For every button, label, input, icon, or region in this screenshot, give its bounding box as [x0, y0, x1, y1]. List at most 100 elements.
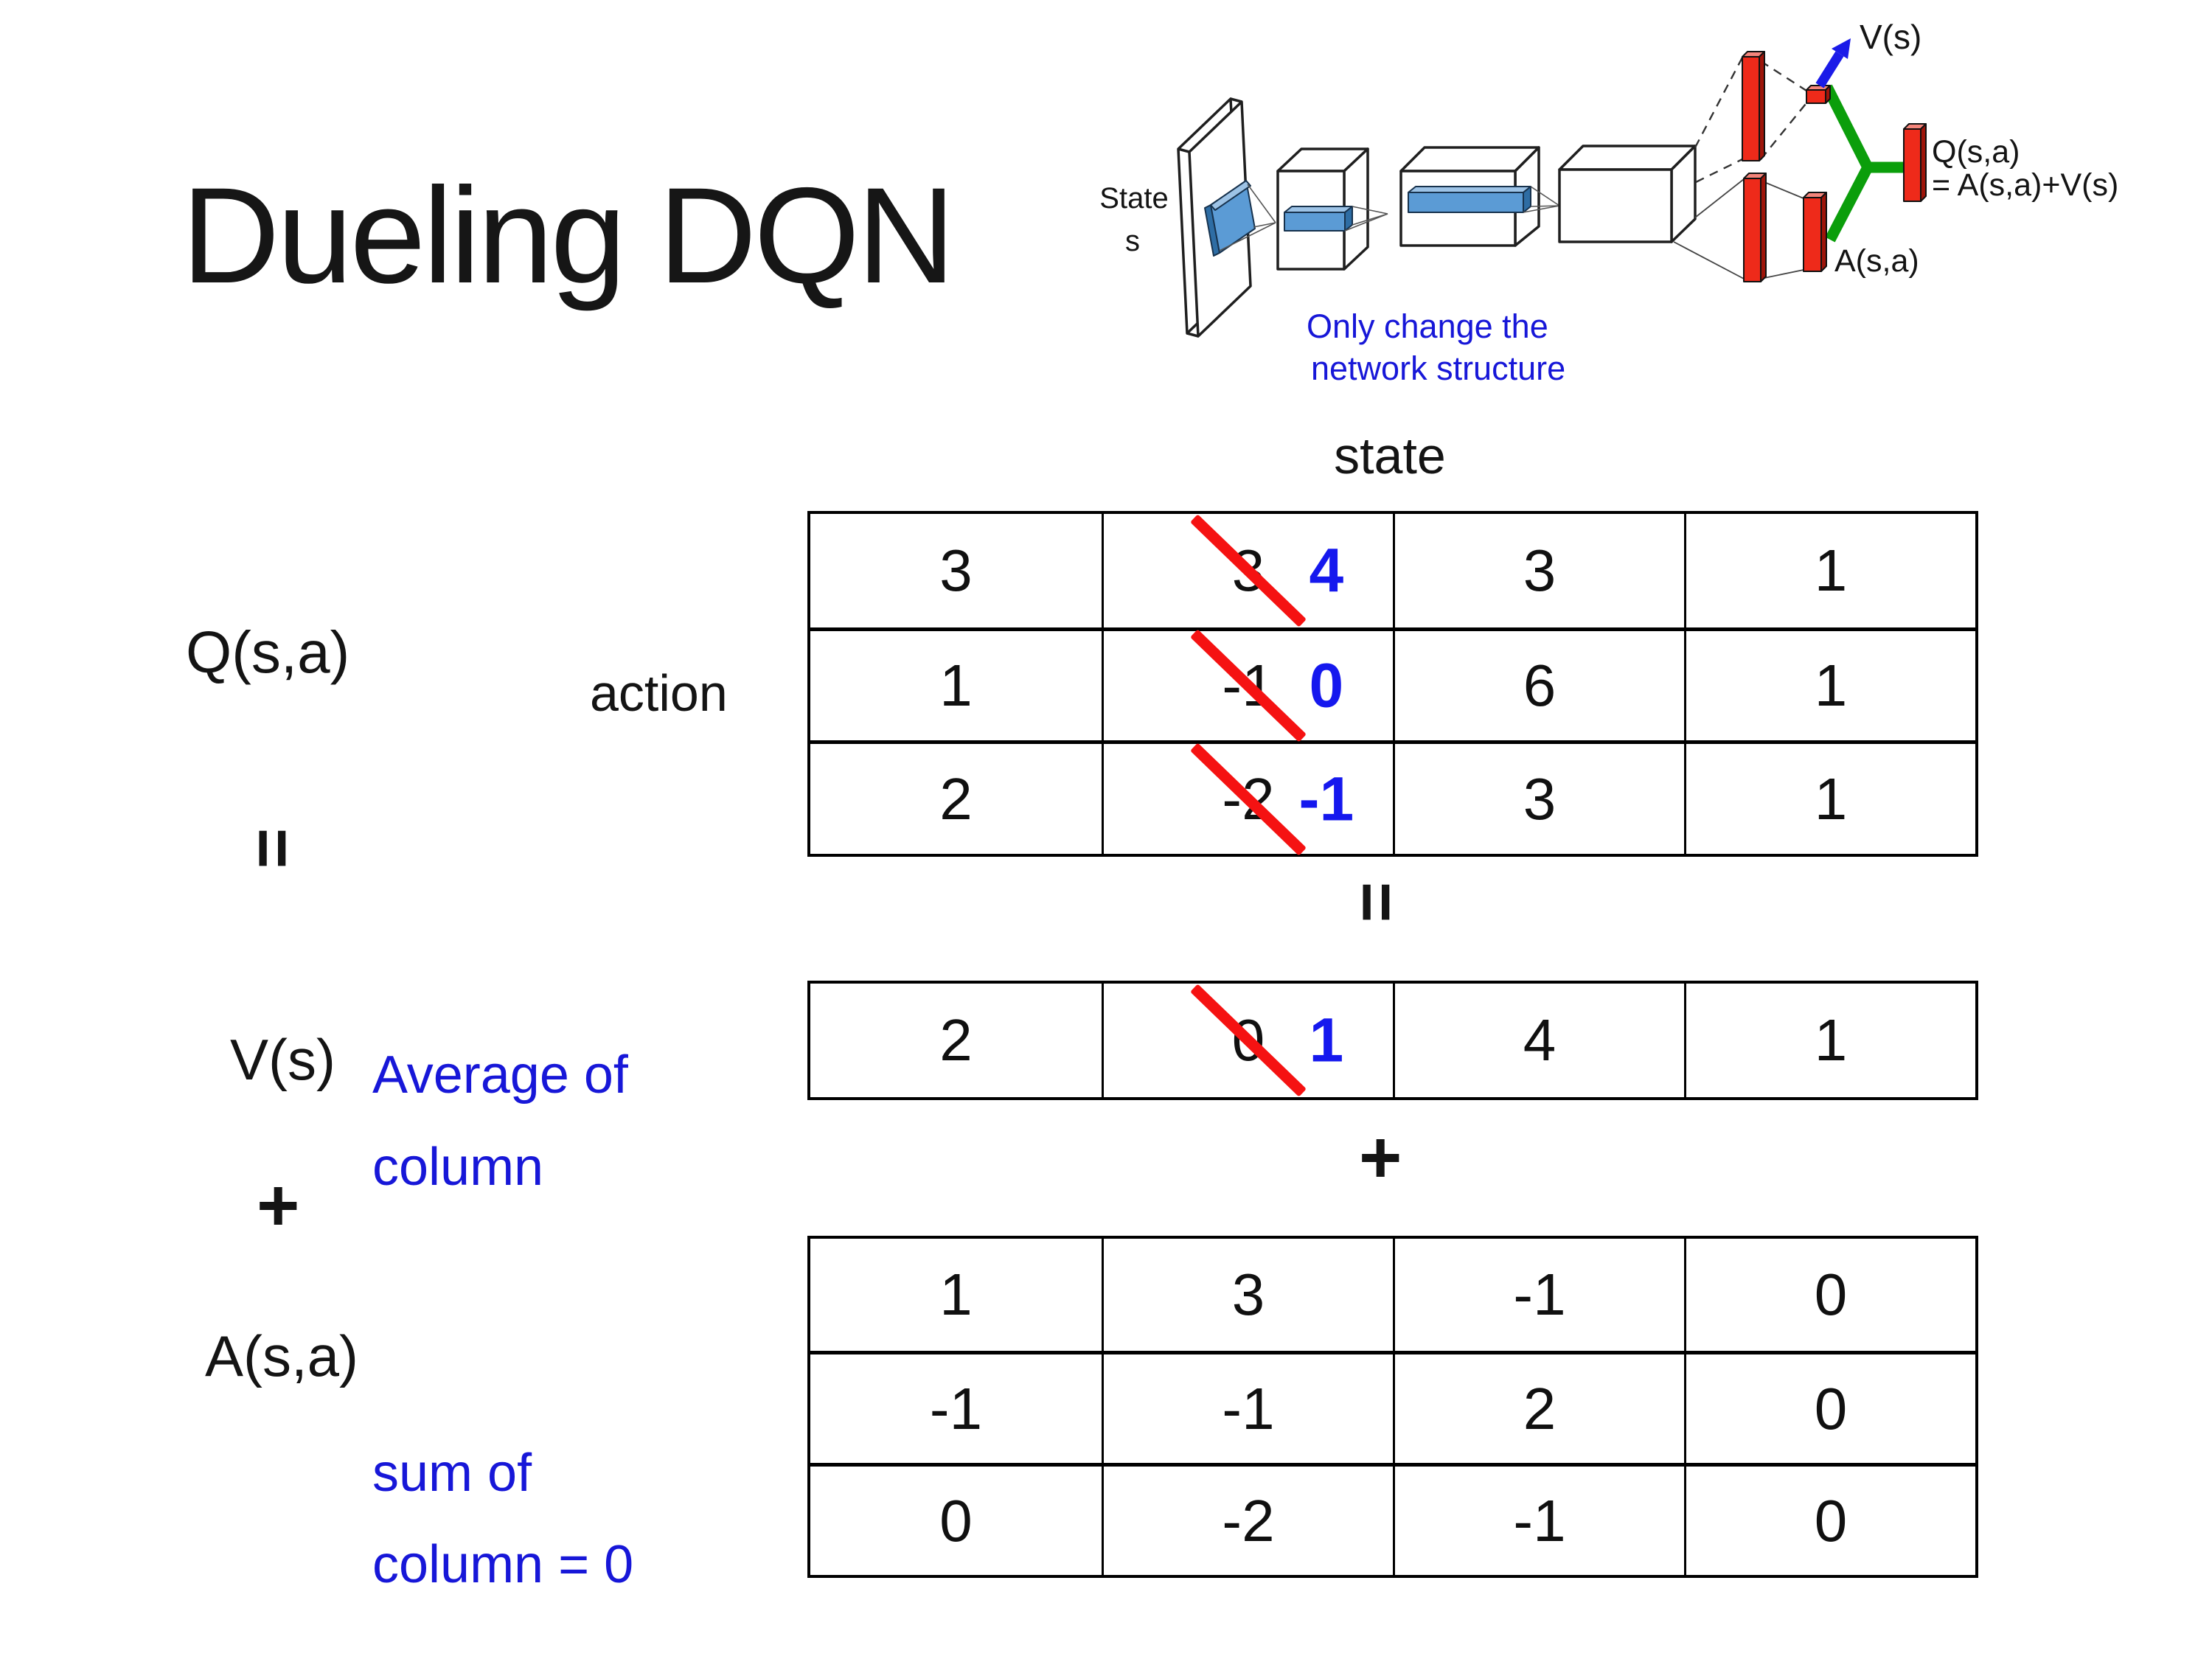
- feature-bar-1-front: [1284, 212, 1346, 232]
- matrix-value: 2: [1523, 1375, 1557, 1441]
- matrix-cell: 1: [1684, 984, 1975, 1097]
- value-stream-dashed-lines: [1694, 57, 1809, 184]
- page-title: Dueling DQN: [181, 160, 956, 312]
- value-scalar-node: [1806, 85, 1831, 104]
- matrix-cell: -1: [1393, 1463, 1684, 1575]
- matrix-value: 3: [1523, 765, 1557, 832]
- matrix-cell: -2-1: [1102, 740, 1393, 856]
- matrix-cell: 01: [1102, 984, 1393, 1097]
- average-note-line1: Average of: [372, 1046, 628, 1105]
- matrix-cell: 0: [810, 1463, 1102, 1575]
- conv-lines-1: [1219, 184, 1276, 251]
- state-axis-label: state: [1334, 427, 1446, 484]
- feature-bar-2: [1408, 186, 1531, 213]
- matrix-value: 0: [939, 1487, 973, 1554]
- state-input-label: State: [1099, 182, 1168, 215]
- a-matrix-label: A(s,a): [205, 1324, 359, 1388]
- matrix-value: 1: [1814, 1007, 1848, 1073]
- matrix-cell: 2: [810, 740, 1102, 854]
- feature-bar-1-top: [1284, 206, 1353, 213]
- matrix-cell: -1: [1393, 1239, 1684, 1351]
- matrix-value: -1: [1513, 1262, 1566, 1327]
- replacement-value: 1: [1309, 1005, 1344, 1075]
- red-strike-line: [1190, 514, 1307, 627]
- q-output-label-line2: = A(s,a)+V(s): [1932, 167, 2118, 203]
- input-frame-edge-top: [1178, 147, 1190, 153]
- red-strike-line: [1190, 629, 1307, 742]
- matrix-value: 4: [1523, 1007, 1557, 1073]
- matrix-cell: 6: [1393, 627, 1684, 741]
- matrix-value: 1: [939, 1262, 973, 1327]
- matrix-cell: 2: [810, 984, 1102, 1097]
- matrix-cell: 2: [1393, 1351, 1684, 1463]
- hidden-vector-top: [1742, 51, 1765, 161]
- matrix-cell: -10: [1102, 627, 1393, 742]
- matrix-value: 1: [1814, 537, 1848, 603]
- sum-note-line1: sum of: [372, 1444, 532, 1503]
- matrix-value: 0: [1814, 1375, 1848, 1441]
- matrix-cell: 3: [1102, 1239, 1393, 1351]
- feature-bar-2-top: [1408, 186, 1531, 193]
- matrix-cell: 1: [1684, 627, 1975, 741]
- matrix-value: 3: [939, 537, 973, 603]
- matrix-cell: 3: [810, 514, 1102, 627]
- fc-box: [1558, 145, 1697, 243]
- matrix-cell: 0: [1684, 1239, 1975, 1351]
- red-strike-line: [1190, 984, 1307, 1097]
- input-frame-edge-bottom: [1186, 332, 1199, 338]
- matrix-value: -2: [1222, 1487, 1275, 1554]
- red-strike-line: [1190, 742, 1307, 856]
- conv-lines-3: [1523, 186, 1560, 213]
- sum-note-line2: column = 0: [372, 1535, 634, 1594]
- dueling-network-diagram: State s: [1099, 18, 2118, 387]
- matrix-cell: 1: [810, 627, 1102, 741]
- matrix-value: 2: [939, 1007, 973, 1073]
- input-frame-edge-top2: [1230, 97, 1242, 103]
- matrix-value: 3: [1523, 537, 1557, 603]
- equals-sign-center: =: [1338, 881, 1416, 922]
- network-note-line1: Only change the: [1307, 307, 1548, 345]
- matrix-cell: -2: [1102, 1463, 1393, 1575]
- matrix-value: 1: [1814, 765, 1848, 832]
- merge-branch: [1822, 84, 1905, 243]
- matrix-value: -1: [1513, 1487, 1566, 1554]
- fc-box-front: [1558, 168, 1673, 243]
- plus-sign-left: +: [257, 1164, 300, 1247]
- average-note-line2: column: [372, 1138, 544, 1197]
- matrix-value: 6: [1523, 652, 1557, 718]
- value-arrow: [1815, 38, 1851, 88]
- q-matrix-label: Q(s,a): [186, 619, 350, 685]
- plus-sign-center: +: [1359, 1116, 1402, 1199]
- replacement-value: 4: [1309, 535, 1344, 605]
- matrix-value: 0: [1814, 1262, 1848, 1327]
- network-note-line2: network structure: [1311, 349, 1565, 387]
- value-head-label: V(s): [1860, 18, 1921, 56]
- matrix-value: 0: [1814, 1487, 1848, 1554]
- feature-bar-2-front: [1408, 192, 1524, 213]
- matrix-cell: 3: [1393, 514, 1684, 627]
- matrix-cell: 0: [1684, 1463, 1975, 1575]
- feature-bar-1: [1284, 206, 1353, 232]
- matrix-cell: -1: [810, 1351, 1102, 1463]
- advantage-stream-lines: [1673, 178, 1804, 279]
- matrix-cell: 0: [1684, 1351, 1975, 1463]
- equals-sign-left: =: [234, 827, 313, 869]
- matrix-value: 1: [1814, 652, 1848, 718]
- hidden-vector-bottom: [1743, 173, 1767, 282]
- replacement-value: 0: [1309, 650, 1344, 720]
- advantage-vector: [1803, 192, 1827, 272]
- matrix-cell: 1: [1684, 740, 1975, 854]
- v-matrix-label: V(s): [230, 1027, 335, 1092]
- matrix-cell: -1: [1102, 1351, 1393, 1463]
- merge-branch-upper: [1822, 84, 1873, 170]
- matrix-cell: 1: [1684, 514, 1975, 627]
- merge-branch-lower: [1825, 164, 1873, 243]
- matrix-cell: 1: [810, 1239, 1102, 1351]
- state-input-label-s: s: [1125, 225, 1140, 257]
- replacement-value: -1: [1298, 764, 1354, 834]
- matrix-value: -1: [929, 1375, 983, 1441]
- conv-lines-2: [1344, 206, 1388, 232]
